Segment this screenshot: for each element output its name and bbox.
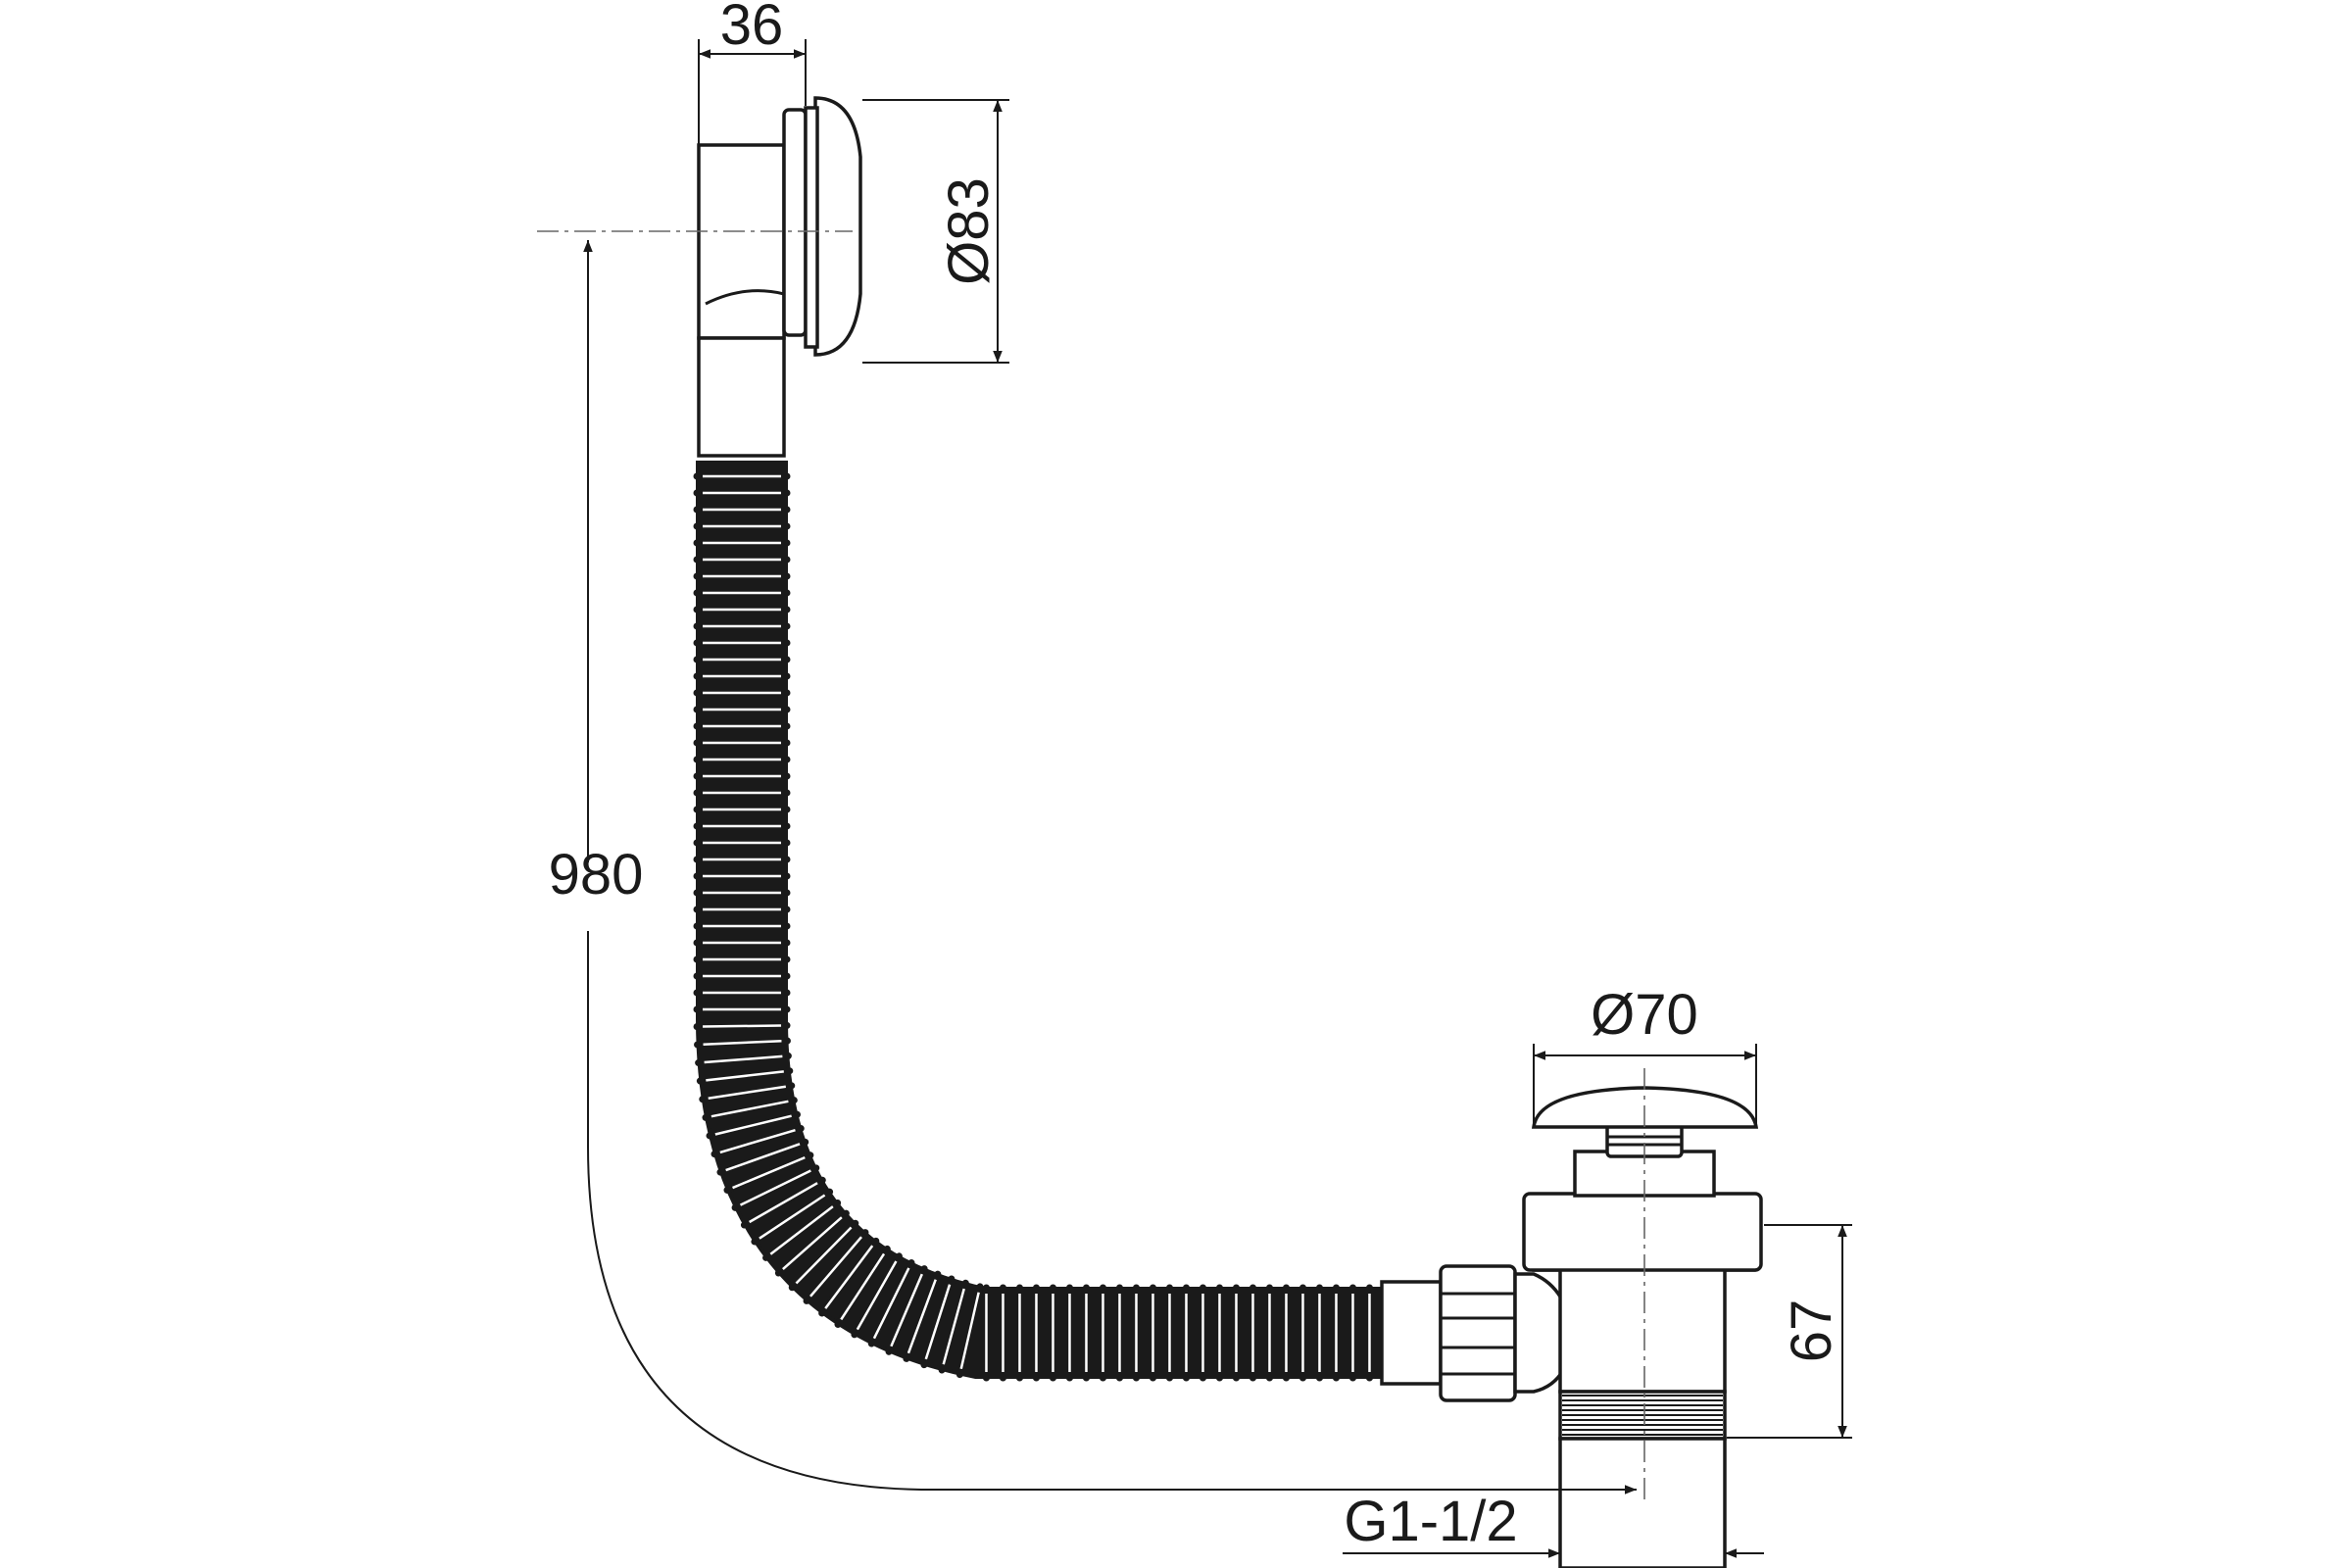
dim-36-label: 36: [720, 0, 784, 57]
waste-assembly: [1380, 1068, 1763, 1568]
overflow-assembly: [697, 96, 862, 458]
dim-67-label: 67: [1780, 1299, 1843, 1363]
dim-d83-label: Ø83: [937, 177, 1001, 285]
dim-d70-label: Ø70: [1591, 983, 1698, 1047]
dimension-diameter-83: Ø83: [862, 99, 1009, 364]
dim-980-label: 980: [549, 843, 644, 906]
dimension-thread: G1-1/2: [1343, 1490, 1764, 1568]
dimension-36: 36: [698, 0, 807, 145]
dimension-67: 67: [1727, 1224, 1852, 1439]
dim-thread-label: G1-1/2: [1344, 1490, 1517, 1553]
corrugated-hose: [693, 461, 1387, 1382]
dimension-diameter-70: Ø70: [1533, 983, 1757, 1125]
dimension-980: 980: [549, 240, 1637, 1494]
